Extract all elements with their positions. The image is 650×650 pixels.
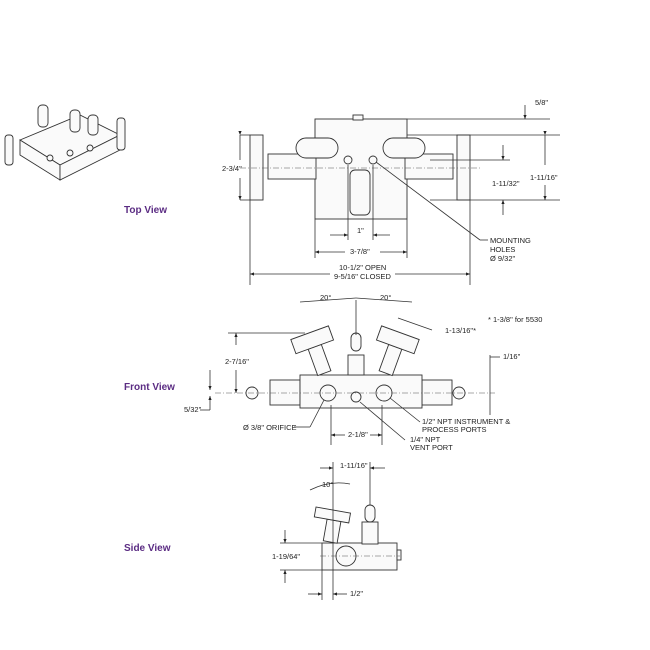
front-view: 20° 20° * 1-3/8" for 5530 1-13/16"* 2-7/…: [184, 293, 542, 452]
dim-offset-top: 5/8": [535, 98, 548, 107]
top-view-label: Top View: [124, 205, 167, 216]
vent-label-2: VENT PORT: [410, 443, 453, 452]
top-view: 2-3/4" 5/8" 1-11/32" 1-11/16" 1" 3-7/8" …: [222, 98, 560, 285]
dim-hole-spacing: 1-11/32": [492, 179, 520, 188]
dim-offset-left: 5/32": [184, 405, 202, 414]
dim-handle-height: 1-11/16": [530, 173, 558, 182]
orifice-label: Ø 3/8" ORIFICE: [243, 423, 297, 432]
ports-label-1: 1/2" NPT INSTRUMENT &: [422, 417, 510, 426]
dim-open-width: 10-1/2" OPEN: [339, 263, 386, 272]
dim-height: 2-3/4": [222, 164, 242, 173]
dim-closed-width: 9-5/16" CLOSED: [334, 272, 391, 281]
isometric-thumbnail: [4, 104, 126, 181]
dim-handle-length: 1-13/16"*: [445, 326, 476, 335]
side-view-label: Side View: [124, 543, 171, 554]
dim-side-height: 1-19/64": [272, 552, 300, 561]
dim-angle-left: 20°: [320, 293, 331, 302]
mounting-label-2: HOLES: [490, 245, 515, 254]
front-note: * 1-3/8" for 5530: [488, 315, 542, 324]
front-view-label: Front View: [124, 382, 175, 393]
dim-side-width: 1-11/16": [340, 461, 368, 470]
dim-offset-right: 1/16": [503, 352, 521, 361]
dim-side-offset: 1/2": [350, 589, 363, 598]
dim-front-height: 2-7/16": [225, 357, 249, 366]
dim-center-width: 1": [357, 226, 364, 235]
dim-side-angle: 10°: [322, 480, 333, 489]
vent-label-1: 1/4" NPT: [410, 435, 441, 444]
dim-body-width: 3-7/8": [350, 247, 370, 256]
ports-label-2: PROCESS PORTS: [422, 425, 486, 434]
mounting-label-3: Ø 9/32": [490, 254, 516, 263]
dim-port-spacing: 2-1/8": [348, 430, 368, 439]
side-view: 1-11/16" 10° 1-19/64" 1/2": [272, 461, 402, 600]
mounting-label-1: MOUNTING: [490, 236, 531, 245]
dim-angle-right: 20°: [380, 293, 391, 302]
